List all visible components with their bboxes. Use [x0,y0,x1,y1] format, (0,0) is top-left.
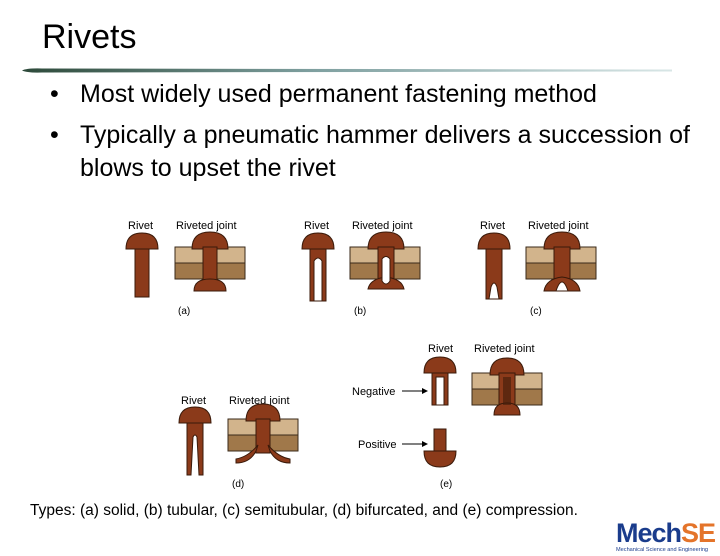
rivet-label: Rivet [428,343,453,355]
panel-label: (a) [178,306,190,317]
solid-rivet [125,232,159,298]
panel-label: (d) [232,479,244,490]
rivet-figure-svg: Rivet Riveted joint (a) Rivet Riveted jo… [125,220,597,490]
figure-caption: Types: (a) solid, (b) tubular, (c) semit… [30,502,578,519]
bifurcated-rivet [178,406,212,476]
joint-label: Riveted joint [474,343,535,355]
semitubular-joint [525,231,597,292]
joint-label: Riveted joint [176,220,237,232]
panel-a-solid: Rivet Riveted joint (a) [125,220,246,317]
positive-rivet [423,428,457,468]
tubular-rivet [301,232,335,302]
joint-label: Riveted joint [528,220,589,232]
negative-arrow [402,388,428,394]
title-underline [22,68,672,73]
panel-c-semitubular: Rivet Riveted joint (c) [477,220,597,317]
compression-joint [471,357,543,416]
panel-label: (c) [530,306,542,317]
rivet-label: Rivet [304,220,329,232]
panel-d-bifurcated: Rivet Riveted joint (d) [178,395,299,490]
panel-b-tubular: Rivet Riveted joint (b) [301,220,421,317]
logo-wordmark: MechSE [616,518,720,548]
panel-label: (e) [440,479,452,490]
bullet-list: • Most widely used permanent fastening me… [48,78,698,193]
tubular-joint [349,231,421,290]
panel-e-compression: Rivet Riveted joint Negative Positive [352,343,543,490]
joint-label: Riveted joint [352,220,413,232]
mechse-logo: MechSE Mechanical Science and Engineerin… [616,520,720,556]
rivet-label: Rivet [181,395,206,407]
bullet-text: Most widely used permanent fastening met… [80,80,597,108]
bullet-dot: • [50,121,59,149]
slide-title: Rivets [42,18,137,56]
negative-label: Negative [352,386,395,398]
joint-label: Riveted joint [229,395,290,407]
rivet-label: Rivet [128,220,153,232]
logo-part-se: SE [681,518,716,548]
rivet-types-figure: Rivet Riveted joint (a) Rivet Riveted jo… [0,205,720,495]
bullet-item: • Most widely used permanent fastening me… [48,78,698,111]
semitubular-rivet [477,232,511,300]
bifurcated-joint [227,403,299,464]
bullet-text: Typically a pneumatic hammer delivers a … [80,121,690,182]
logo-subtitle: Mechanical Science and Engineering [616,547,709,553]
negative-rivet [423,356,457,406]
bullet-item: • Typically a pneumatic hammer delivers a… [48,119,698,185]
bullet-dot: • [50,80,59,108]
solid-joint [174,231,246,292]
rivet-label: Rivet [480,220,505,232]
panel-label: (b) [354,306,366,317]
positive-label: Positive [358,439,397,451]
positive-arrow [402,441,428,447]
logo-part-mech: Mech [616,518,682,548]
